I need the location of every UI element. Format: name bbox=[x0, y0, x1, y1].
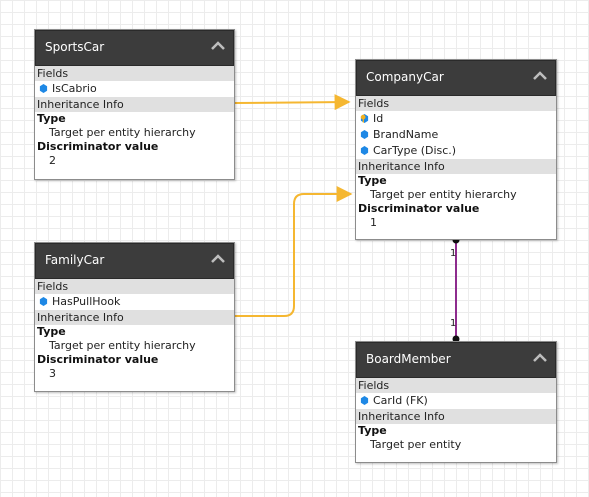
chevron-up-icon[interactable] bbox=[533, 71, 547, 81]
primary-key-icon bbox=[360, 114, 369, 123]
field-row[interactable]: BrandName bbox=[356, 127, 556, 143]
field-name: IsCabrio bbox=[52, 82, 97, 95]
field-row-primary-key[interactable]: Id bbox=[356, 111, 556, 127]
fields-header[interactable]: Fields bbox=[35, 279, 234, 294]
inheritance-header[interactable]: Inheritance Info bbox=[35, 97, 234, 112]
inheritance-line-sportscar[interactable] bbox=[233, 94, 351, 111]
inheritance-header[interactable]: Inheritance Info bbox=[35, 310, 234, 325]
chevron-up-icon[interactable] bbox=[211, 254, 225, 264]
discriminator-label: Discriminator value bbox=[37, 140, 159, 153]
type-value: Target per entity hierarchy bbox=[49, 126, 196, 139]
inheritance-line-familycar[interactable] bbox=[234, 186, 353, 317]
fields-header[interactable]: Fields bbox=[356, 378, 556, 393]
field-row[interactable]: CarType (Disc.) bbox=[356, 143, 556, 159]
type-label: Type bbox=[37, 112, 66, 125]
field-icon bbox=[360, 146, 369, 155]
entity-header[interactable]: FamilyCar bbox=[35, 243, 234, 279]
type-label: Type bbox=[358, 424, 387, 437]
field-name: CarId (FK) bbox=[373, 394, 428, 407]
chevron-up-icon[interactable] bbox=[211, 41, 225, 51]
field-icon bbox=[39, 297, 48, 306]
entity-title: CompanyCar bbox=[366, 70, 444, 84]
discriminator-value: 2 bbox=[49, 154, 56, 167]
entity-header[interactable]: BoardMember bbox=[356, 342, 556, 378]
type-value: Target per entity bbox=[370, 438, 462, 451]
type-label: Type bbox=[358, 174, 387, 187]
field-row[interactable]: HasPullHook bbox=[35, 294, 234, 310]
field-row[interactable]: CarId (FK) bbox=[356, 393, 556, 409]
field-name: Id bbox=[373, 112, 384, 125]
field-name: CarType (Disc.) bbox=[373, 144, 457, 157]
cardinality-bottom: 1 bbox=[450, 318, 457, 329]
entity-title: FamilyCar bbox=[45, 253, 105, 267]
entity-title: BoardMember bbox=[366, 352, 451, 366]
discriminator-label: Discriminator value bbox=[358, 202, 480, 215]
entity-familycar[interactable]: FamilyCar Fields HasPullHook Inheritance… bbox=[34, 242, 235, 392]
chevron-up-icon[interactable] bbox=[533, 353, 547, 363]
discriminator-label: Discriminator value bbox=[37, 353, 159, 366]
entity-companycar[interactable]: CompanyCar Fields Id BrandName CarType (… bbox=[355, 59, 557, 240]
fields-header[interactable]: Fields bbox=[35, 66, 234, 81]
fields-header[interactable]: Fields bbox=[356, 96, 556, 111]
field-name: HasPullHook bbox=[52, 295, 121, 308]
entity-title: SportsCar bbox=[45, 40, 105, 54]
type-value: Target per entity hierarchy bbox=[370, 188, 517, 201]
entity-sportscar[interactable]: SportsCar Fields IsCabrio Inheritance In… bbox=[34, 29, 235, 180]
field-icon bbox=[39, 84, 48, 93]
discriminator-value: 3 bbox=[49, 367, 56, 380]
field-row[interactable]: IsCabrio bbox=[35, 81, 234, 97]
inheritance-header[interactable]: Inheritance Info bbox=[356, 409, 556, 424]
field-icon bbox=[360, 130, 369, 139]
inheritance-header[interactable]: Inheritance Info bbox=[356, 159, 556, 174]
type-value: Target per entity hierarchy bbox=[49, 339, 196, 352]
field-icon bbox=[360, 396, 369, 405]
entity-header[interactable]: SportsCar bbox=[35, 30, 234, 66]
discriminator-value: 1 bbox=[370, 216, 377, 229]
type-label: Type bbox=[37, 325, 66, 338]
entity-header[interactable]: CompanyCar bbox=[356, 60, 556, 96]
cardinality-top: 1 bbox=[450, 248, 457, 259]
field-name: BrandName bbox=[373, 128, 439, 141]
entity-boardmember[interactable]: BoardMember Fields CarId (FK) Inheritanc… bbox=[355, 341, 557, 463]
